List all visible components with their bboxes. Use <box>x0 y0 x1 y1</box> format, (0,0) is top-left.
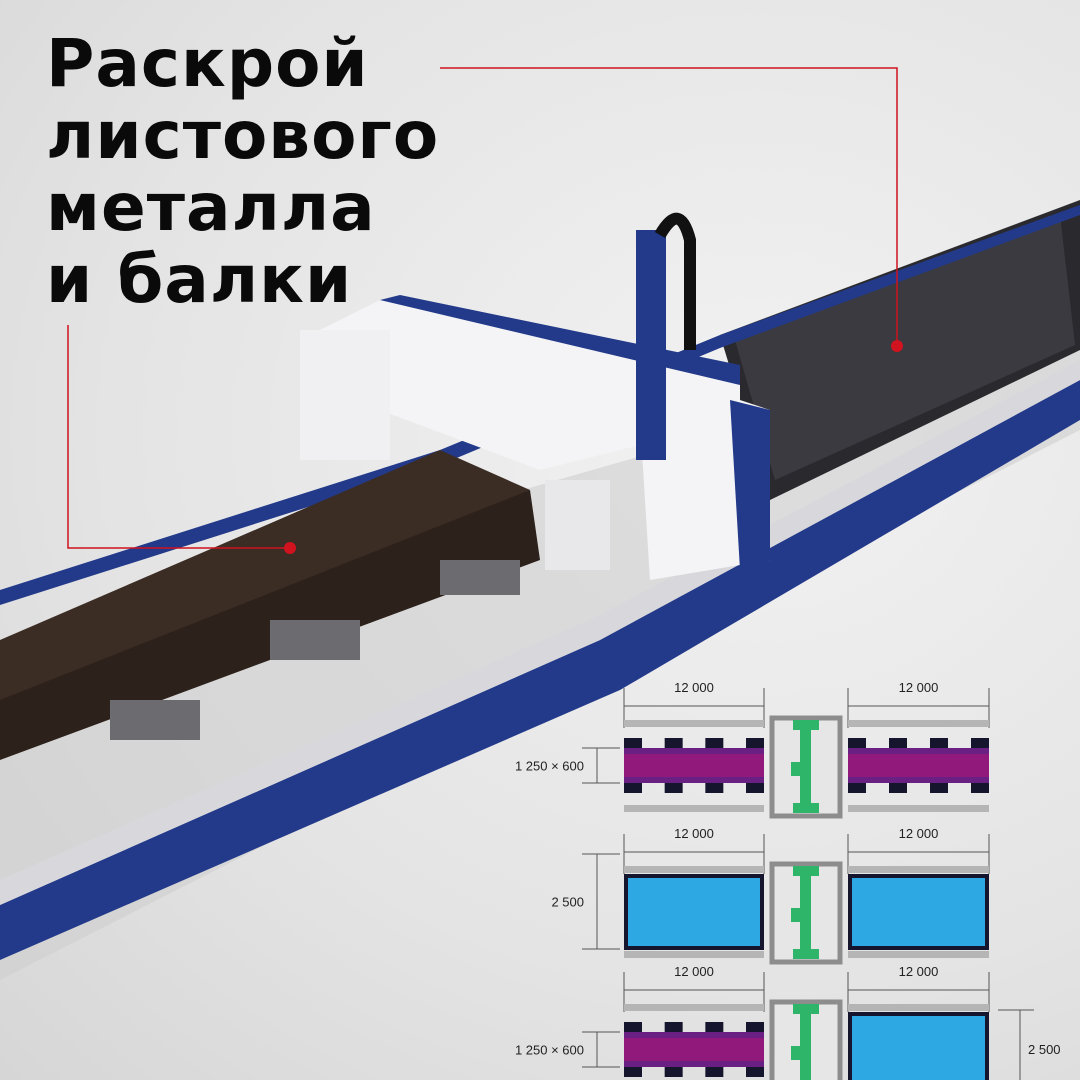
cutting-head <box>545 480 610 570</box>
support-tooth <box>705 1022 724 1032</box>
length-label: 12 000 <box>899 680 939 695</box>
support-tooth <box>624 738 642 748</box>
beam-stub <box>791 908 801 922</box>
rail-bottom <box>848 805 989 812</box>
beam-flange <box>793 803 819 813</box>
beam-web <box>800 874 811 954</box>
support-tooth <box>930 738 948 748</box>
support-tooth <box>664 1022 683 1032</box>
support-tooth <box>746 783 764 793</box>
callout-line-sheet <box>440 67 898 345</box>
length-label: 12 000 <box>674 826 714 841</box>
sheet-workpiece <box>848 1012 989 1080</box>
headline: Раскрой листового металла и балки <box>46 28 439 316</box>
sheet-workpiece <box>624 874 764 950</box>
support-tooth <box>848 783 866 793</box>
gantry-frame <box>300 300 740 470</box>
headline-line: металла <box>46 169 376 246</box>
size-label: 2 500 <box>551 895 584 910</box>
support-tooth <box>664 1067 683 1077</box>
cable-chain <box>654 212 696 350</box>
tube-workpiece <box>624 754 764 777</box>
support-tooth <box>848 738 866 748</box>
sheet-metal-plate <box>735 215 1075 480</box>
tube-workpiece <box>624 1038 764 1061</box>
rail-top <box>848 720 989 727</box>
beam-web <box>800 1012 811 1080</box>
support-tooth <box>930 783 948 793</box>
rail-top <box>624 1004 764 1011</box>
gantry-leg-blue <box>730 400 770 570</box>
headline-line: листового <box>46 97 440 174</box>
callout-dot-beam <box>284 542 296 554</box>
support-tooth <box>705 783 724 793</box>
rail-bottom <box>848 951 989 958</box>
gantry-left-leg <box>300 330 390 460</box>
headline-line: Раскрой <box>46 25 369 102</box>
rail-bottom <box>624 951 764 958</box>
beam-web <box>800 728 811 808</box>
size-label: 2 500 <box>1028 1042 1061 1057</box>
sheet-workpiece <box>848 874 989 950</box>
beam-flange <box>793 720 819 730</box>
beam-flange <box>793 866 819 876</box>
support-tooth <box>889 783 907 793</box>
callout-dot-sheet <box>891 340 903 352</box>
support-tooth <box>889 738 907 748</box>
beam-flange <box>793 1004 819 1014</box>
beam-flange <box>793 949 819 959</box>
callout-line-beam <box>67 325 290 549</box>
support-tooth <box>624 1022 642 1032</box>
support-tooth <box>624 1067 642 1077</box>
length-label: 12 000 <box>899 826 939 841</box>
support-tooth <box>664 783 683 793</box>
machine-rail-front <box>0 380 1080 960</box>
support-tooth <box>746 1022 764 1032</box>
tube-workpiece <box>848 754 989 777</box>
machine-rail-back <box>0 205 1080 605</box>
rail-top <box>848 1004 989 1011</box>
headline-line: и балки <box>46 241 353 318</box>
beam-supports <box>110 560 520 740</box>
cutting-head-column <box>636 230 666 460</box>
rail-top <box>848 866 989 873</box>
rail-top <box>624 720 764 727</box>
support-tooth <box>705 738 724 748</box>
length-label: 12 000 <box>674 964 714 979</box>
support-tooth <box>705 1067 724 1077</box>
rail-guide <box>0 360 1080 905</box>
beam-stub <box>791 762 801 776</box>
length-label: 12 000 <box>899 964 939 979</box>
support-tooth <box>746 738 764 748</box>
size-label: 1 250 × 600 <box>515 759 584 774</box>
rail-top <box>624 866 764 873</box>
support-tooth <box>971 783 989 793</box>
beam-stub <box>791 1046 801 1060</box>
support-tooth <box>746 1067 764 1077</box>
support-tooth <box>971 738 989 748</box>
size-label: 1 250 × 600 <box>515 1043 584 1058</box>
length-label: 12 000 <box>674 680 714 695</box>
support-tooth <box>624 783 642 793</box>
support-tooth <box>664 738 683 748</box>
rail-bottom <box>624 805 764 812</box>
